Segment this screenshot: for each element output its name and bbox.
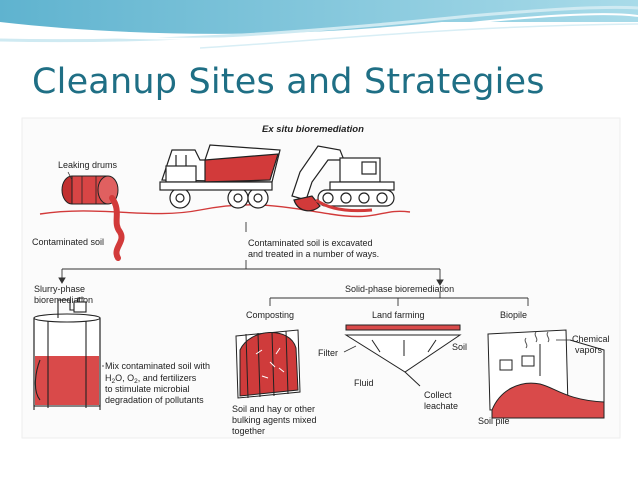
soil-pile-label: Soil pile [478, 416, 510, 426]
header-label: Ex situ bioremediation [262, 124, 364, 135]
chemical-label-line1: Chemical [572, 334, 610, 344]
filter-label: Filter [318, 348, 338, 358]
compost-desc-line2: bulking agents mixed [232, 415, 317, 425]
slurry-desc-line1: Mix contaminated soil with [105, 361, 210, 371]
collect-label-line1: Collect [424, 390, 452, 400]
solid-phase-label: Solid-phase bioremediation [345, 284, 454, 294]
slurry-label-line1: Slurry-phase [34, 284, 85, 294]
slurry-desc-line4: degradation of pollutants [105, 395, 204, 405]
dump-truck-icon [159, 144, 281, 209]
slide-title: Cleanup Sites and Strategies [32, 62, 545, 102]
leaking-drums-icon [61, 175, 125, 261]
land-farming-label: Land farming [372, 310, 425, 320]
soil-label: Soil [452, 342, 467, 352]
wave-header [0, 0, 638, 49]
excavator-icon [291, 145, 395, 213]
excavated-label-line1: Contaminated soil is excavated [248, 238, 373, 248]
collect-label-line2: leachate [424, 401, 458, 411]
compost-desc-line1: Soil and hay or other [232, 404, 315, 414]
slurry-desc-line3: to stimulate microbial [105, 384, 190, 394]
slurry-desc-line2: H2O, O2, and fertilizers [105, 373, 197, 385]
branch-lines [58, 260, 529, 306]
fluid-label: Fluid [354, 378, 374, 388]
leaking-drums-label: Leaking drums [58, 160, 118, 170]
biopile-icon [487, 329, 605, 419]
compost-bin-icon [235, 329, 301, 399]
contaminated-soil-label: Contaminated soil [32, 237, 104, 247]
land-farming-icon [344, 324, 462, 387]
biopile-label: Biopile [500, 310, 527, 320]
chemical-label-line2: vapors [575, 345, 603, 355]
slurry-tank-icon [33, 297, 101, 410]
compost-desc-line3: together [232, 426, 265, 436]
excavated-label-line2: and treated in a number of ways. [248, 249, 379, 259]
composting-label: Composting [246, 310, 294, 320]
